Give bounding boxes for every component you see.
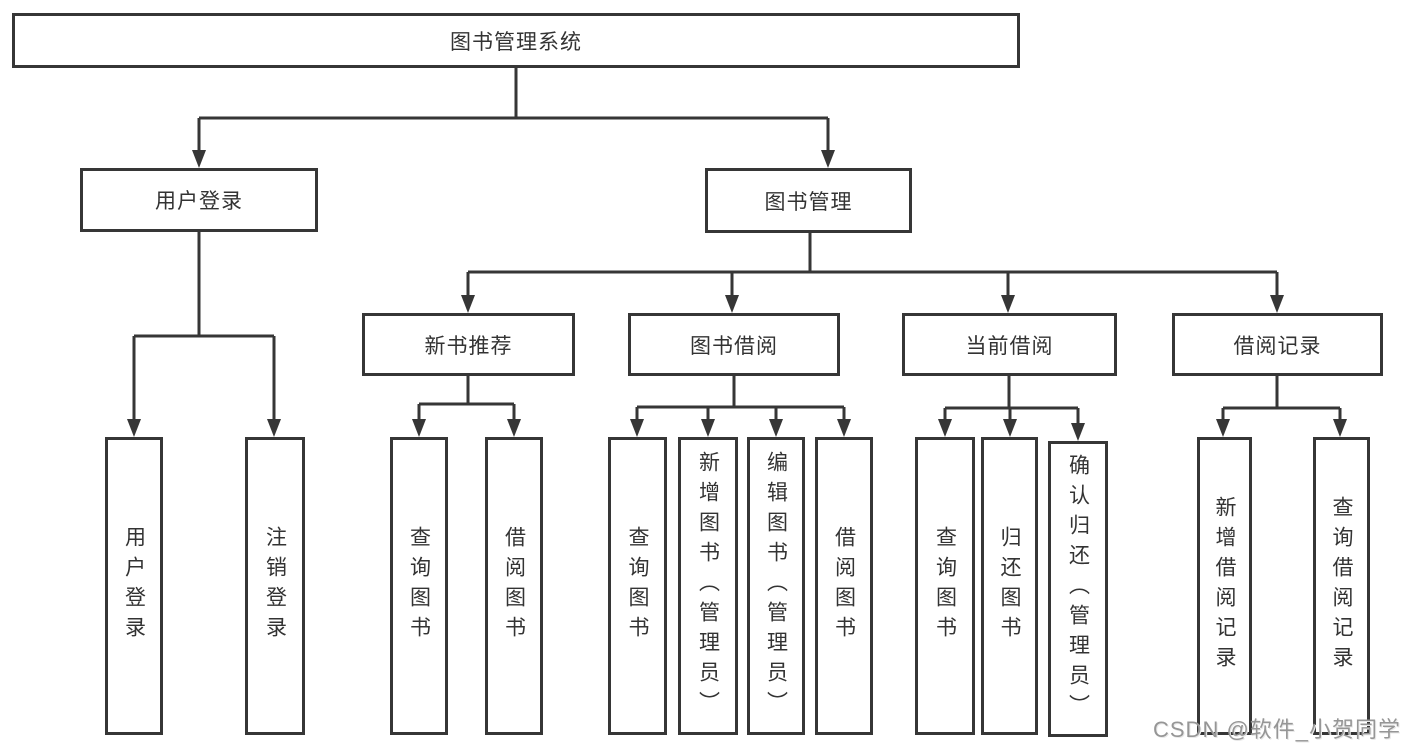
arrowhead xyxy=(1333,419,1347,437)
arrowhead xyxy=(1003,419,1017,437)
node-label: 查询图书 xyxy=(933,526,957,646)
leaf-records-query-record: 查询借阅记录 xyxy=(1313,437,1370,735)
arrowhead xyxy=(461,295,475,313)
edge-records-to-leaves xyxy=(1221,374,1342,424)
leaf-newbook-query-books: 查询图书 xyxy=(390,437,448,735)
edge-bookmgmt-to-level3 xyxy=(466,230,1279,300)
arrowhead xyxy=(1270,295,1284,313)
leaf-logout: 注销登录 xyxy=(245,437,305,735)
arrowhead xyxy=(1001,295,1015,313)
node-label: 图书管理系统 xyxy=(450,30,582,54)
node-label: 新书推荐 xyxy=(424,334,513,358)
arrowhead xyxy=(127,419,141,437)
arrowhead xyxy=(701,419,715,437)
leaf-borrow-query-books: 查询图书 xyxy=(608,437,667,735)
edge-root-to-level2 xyxy=(197,65,830,155)
arrowhead xyxy=(1216,419,1230,437)
node-label: 用户登录 xyxy=(122,526,146,646)
node-label: 用户登录 xyxy=(155,190,243,213)
arrowhead xyxy=(267,419,281,437)
node-label: 注销登录 xyxy=(263,526,287,646)
edge-currentborrow-to-leaves xyxy=(943,374,1080,428)
csdn-watermark: CSDN @软件_小贺同学 xyxy=(1153,717,1402,742)
node-label: 借阅图书 xyxy=(502,526,526,646)
edge-bookborrow-to-leaves xyxy=(635,374,846,424)
node-user-login: 用户登录 xyxy=(80,168,318,232)
leaf-borrow-add-books-admin: 新增图书（管理员） xyxy=(678,437,738,735)
node-new-book-recommendation: 新书推荐 xyxy=(362,313,575,376)
node-label: 编辑图书（管理员） xyxy=(764,451,788,721)
leaf-current-return-books: 归还图书 xyxy=(981,437,1038,735)
arrowhead xyxy=(1071,423,1085,441)
node-label: 图书借阅 xyxy=(690,334,778,358)
node-label: 查询借阅记录 xyxy=(1330,496,1353,676)
leaf-current-query-books: 查询图书 xyxy=(915,437,975,735)
arrowhead xyxy=(769,419,783,437)
node-label: 归还图书 xyxy=(998,526,1021,646)
arrowhead xyxy=(938,419,952,437)
node-label: 新增借阅记录 xyxy=(1213,496,1236,676)
node-label: 新增图书（管理员） xyxy=(696,451,720,721)
node-book-borrowing: 图书借阅 xyxy=(628,313,840,376)
node-book-management: 图书管理 xyxy=(705,168,912,233)
arrowhead xyxy=(837,419,851,437)
node-label: 当前借阅 xyxy=(965,334,1054,358)
arrowhead xyxy=(507,419,521,437)
edge-newbook-to-leaves xyxy=(417,374,516,424)
arrowhead xyxy=(630,419,644,437)
node-label: 确认归还（管理员） xyxy=(1066,454,1090,724)
node-label: 查询图书 xyxy=(626,526,649,646)
node-label: 借阅记录 xyxy=(1233,334,1322,358)
leaf-borrow-edit-books-admin: 编辑图书（管理员） xyxy=(747,437,805,735)
leaf-records-add-record: 新增借阅记录 xyxy=(1197,437,1252,735)
node-label: 查询图书 xyxy=(407,526,431,646)
edge-userlogin-to-leaves xyxy=(132,230,276,424)
node-library-management-system: 图书管理系统 xyxy=(12,13,1020,68)
arrowhead xyxy=(725,295,739,313)
node-label: 借阅图书 xyxy=(832,526,856,646)
node-label: 图书管理 xyxy=(764,190,853,214)
arrowhead xyxy=(412,419,426,437)
arrowhead xyxy=(821,150,835,168)
node-borrowing-records: 借阅记录 xyxy=(1172,313,1383,376)
leaf-newbook-borrow-books: 借阅图书 xyxy=(485,437,543,735)
leaf-borrow-borrow-books: 借阅图书 xyxy=(815,437,873,735)
node-current-borrowing: 当前借阅 xyxy=(902,313,1117,376)
leaf-current-confirm-return-admin: 确认归还（管理员） xyxy=(1048,441,1108,737)
leaf-user-login: 用户登录 xyxy=(105,437,163,735)
arrowhead xyxy=(192,150,206,168)
